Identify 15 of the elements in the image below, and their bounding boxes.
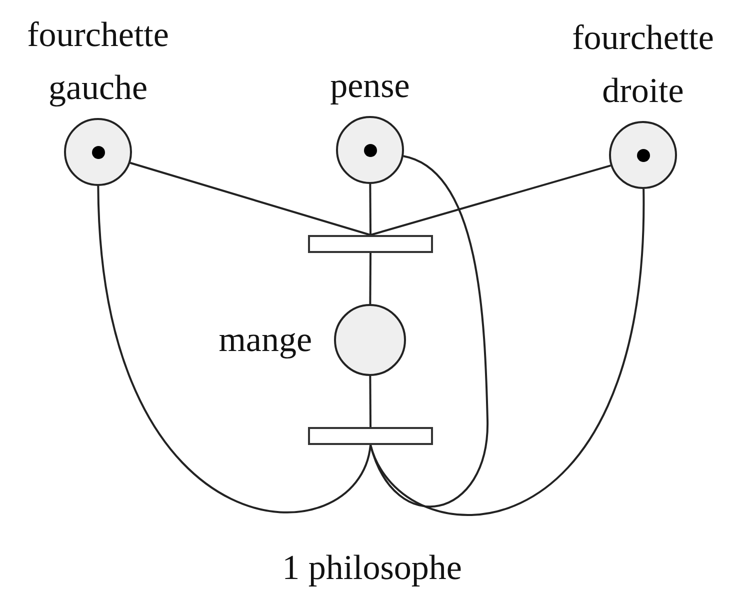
arc-line — [370, 188, 645, 516]
place-label: fourchette droite — [571, 17, 715, 112]
transition-bar — [308, 235, 433, 253]
arc-line — [370, 155, 488, 508]
caption: 1 philosophe — [281, 548, 463, 588]
transition-bar — [308, 427, 433, 445]
arc-line — [130, 162, 371, 236]
place-label: fourchette gauche — [26, 14, 170, 108]
arc-line — [369, 253, 372, 304]
arc-line — [369, 376, 372, 427]
place-label: pense — [329, 64, 411, 106]
arc-line — [370, 164, 611, 236]
place-label: mange — [218, 318, 312, 361]
arc-line — [97, 186, 372, 513]
arc-line — [369, 184, 372, 235]
